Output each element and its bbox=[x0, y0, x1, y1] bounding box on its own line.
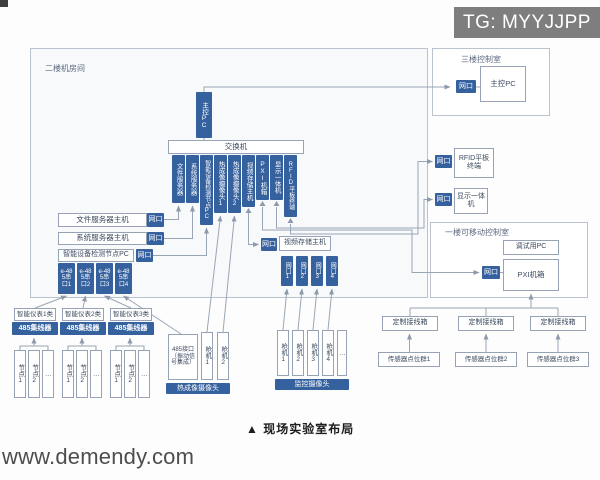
switch-box: 交换机 bbox=[168, 140, 304, 154]
sensor-group-3: 传感器点位群3 bbox=[527, 352, 589, 367]
video-storage-host: 视频存储主机 bbox=[279, 236, 331, 251]
monitor-camera-2: 枪机2 bbox=[292, 330, 304, 376]
meter-group-3-hub: 485集线器 bbox=[108, 322, 154, 335]
monitor-camera-1: 枪机1 bbox=[277, 330, 289, 376]
serial-port-3: e-485串口3 bbox=[96, 263, 113, 294]
system-server-net-port: 网口 bbox=[147, 232, 164, 245]
monitor-group-footer: 监控摄像头 bbox=[275, 379, 349, 390]
meter-group-1-node-2: 节点2 bbox=[28, 350, 40, 398]
meter-group-2-node-more: … bbox=[90, 350, 102, 398]
meter-group-2-hub: 485集线器 bbox=[60, 322, 106, 335]
mobile-room-label: 一楼可移动控制室 bbox=[445, 228, 509, 237]
file-server-net-port: 网口 bbox=[147, 213, 164, 227]
meter-group-3-node-2: 节点2 bbox=[124, 350, 136, 398]
sensor-group-1: 传感器点位群1 bbox=[378, 352, 440, 367]
thermal-camera-2: 枪机2 bbox=[217, 332, 229, 380]
system-server-host: 系统服务器主机 bbox=[58, 232, 147, 245]
meter-group-3-node-1: 节点1 bbox=[110, 350, 122, 398]
junction-box-3: 定制接线箱 bbox=[530, 316, 586, 331]
switch-port-detect-node: 智能设备检测节点PC bbox=[200, 155, 213, 225]
main-pc-node: 主控PC bbox=[196, 92, 212, 138]
switch-port-pxi: PXI机箱 bbox=[256, 155, 269, 200]
meter-group-1-node-more: … bbox=[42, 350, 54, 398]
monitor-camera-more: … bbox=[337, 330, 347, 376]
pxi-chassis: PXI机箱 bbox=[503, 259, 559, 291]
thermal-group-footer: 热成像摄像头 bbox=[166, 383, 230, 394]
display-net-port: 网口 bbox=[435, 193, 452, 206]
video-storage-net-port: 网口 bbox=[261, 238, 277, 251]
third-floor-room-label: 三楼控制室 bbox=[461, 55, 501, 64]
junction-box-1: 定制接线箱 bbox=[382, 316, 438, 331]
monitor-camera-3: 枪机3 bbox=[307, 330, 319, 376]
meter-group-3-node-more: … bbox=[138, 350, 150, 398]
junction-box-2: 定制接线箱 bbox=[458, 316, 514, 331]
file-server-host: 文件服务器主机 bbox=[58, 213, 147, 227]
machine-room-label: 二楼机房间 bbox=[45, 64, 85, 73]
corner-artifact bbox=[0, 0, 8, 7]
switch-port-system-server: 系统服务器 bbox=[186, 155, 199, 203]
serial-port-4: e-485串口4 bbox=[115, 263, 132, 294]
meter-group-2-node-2: 节点2 bbox=[76, 350, 88, 398]
figure-caption: ▲ 现场实验室布局 bbox=[246, 422, 355, 436]
detect-node-pc: 智能设备检测节点PC bbox=[58, 249, 134, 262]
switch-port-rfid: RFID平板终端 bbox=[284, 155, 297, 217]
telegram-watermark: TG: MYYJJPP bbox=[454, 7, 600, 38]
third-floor-main-pc: 主控PC bbox=[480, 66, 526, 102]
switch-port-file-server: 文件服务器 bbox=[172, 155, 185, 203]
monitor-camera-4: 枪机4 bbox=[322, 330, 334, 376]
pxi-net-port: 网口 bbox=[482, 266, 500, 279]
video-net-port-4: 网口4 bbox=[326, 256, 338, 286]
video-net-port-3: 网口3 bbox=[311, 256, 323, 286]
third-floor-net-port: 网口 bbox=[456, 80, 476, 93]
switch-port-thermal-1: 热成像摄像头1 bbox=[214, 155, 227, 213]
video-net-port-1: 网口1 bbox=[281, 256, 293, 286]
display-all-in-one: 显示一体机 bbox=[454, 188, 488, 214]
serial-port-2: e-485串口2 bbox=[77, 263, 94, 294]
port-up-arrows bbox=[245, 201, 294, 223]
meter-group-1-node-1: 节点1 bbox=[14, 350, 26, 398]
meter-group-3-label: 智能仪表3类 bbox=[110, 308, 152, 321]
video-net-port-2: 网口2 bbox=[296, 256, 308, 286]
meter-group-1-hub: 485集线器 bbox=[12, 322, 58, 335]
detect-node-net-port: 网口 bbox=[136, 249, 153, 262]
site-watermark: www.demendy.com bbox=[2, 444, 195, 469]
debug-pc: 调试用PC bbox=[503, 240, 559, 255]
meter-group-1-label: 智能仪表1类 bbox=[14, 308, 56, 321]
rfid-net-port: 网口 bbox=[435, 155, 452, 168]
meter-group-2-node-1: 节点1 bbox=[62, 350, 74, 398]
thermal-camera-1: 枪机1 bbox=[201, 332, 213, 380]
thermal-485-interface: 485接口（振动信号集成） bbox=[168, 334, 198, 380]
meter-group-2-label: 智能仪表2类 bbox=[62, 308, 104, 321]
serial-port-1: e-485串口1 bbox=[58, 263, 75, 294]
rfid-tablet: RFID平板终端 bbox=[454, 148, 494, 178]
sensor-group-2: 传感器点位群2 bbox=[455, 352, 517, 367]
switch-port-display: 显示一体机 bbox=[270, 155, 283, 200]
switch-port-thermal-2: 热成像摄像头2 bbox=[228, 155, 241, 213]
switch-port-video-storage: 视频存储主机 bbox=[242, 155, 255, 207]
